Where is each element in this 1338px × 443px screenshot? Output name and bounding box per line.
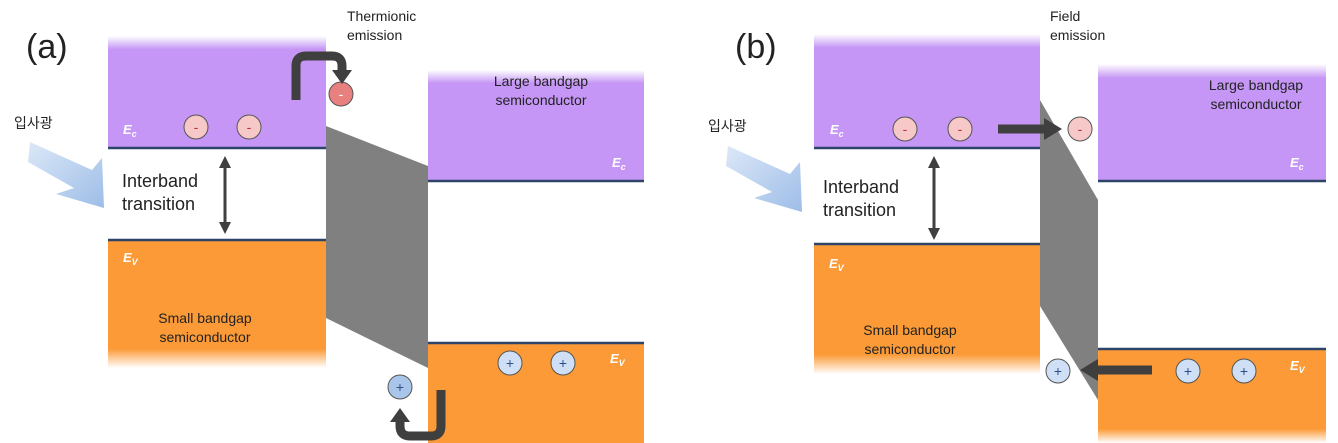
right-material-line1: Large bandgap: [1209, 77, 1303, 93]
junction-barrier: [326, 126, 428, 368]
incident-light-label: 입사광: [708, 118, 747, 134]
left-ev-label: EV: [123, 250, 139, 267]
svg-text:-: -: [339, 86, 344, 102]
panel-b: (b) Ec EV Ec EV Small bandgap semiconduc…: [708, 8, 1326, 443]
left-conduction-band: [108, 36, 326, 148]
panel-b-label: (b): [735, 28, 777, 66]
right-conduction-band: [1098, 64, 1326, 181]
svg-text:-: -: [903, 121, 908, 137]
transition-line2: transition: [823, 200, 896, 220]
field-hole-arrowhead: [1080, 359, 1098, 381]
field-electron-arrowhead: [1044, 118, 1062, 140]
emitted-hole: +: [1045, 358, 1071, 384]
right-ev-label: EV: [610, 351, 626, 368]
svg-text:-: -: [1078, 121, 1083, 137]
svg-text:-: -: [247, 119, 252, 135]
emitted-electron: -: [1067, 116, 1093, 142]
left-material-line2: semiconductor: [864, 341, 955, 357]
incident-light-arrow: [726, 146, 802, 212]
hole: +: [497, 350, 523, 376]
hole: +: [550, 350, 576, 376]
left-ec-label: Ec: [123, 122, 137, 139]
left-valence-band: [814, 244, 1040, 374]
emission-label-line1: Thermionic: [347, 8, 416, 24]
svg-text:+: +: [506, 355, 514, 371]
right-ec-label: Ec: [1290, 155, 1304, 172]
right-ec-label: Ec: [612, 155, 626, 172]
svg-text:+: +: [559, 355, 567, 371]
electron: -: [183, 114, 209, 140]
transition-line1: Interband: [122, 171, 198, 191]
electron: -: [236, 114, 262, 140]
svg-text:+: +: [1184, 363, 1192, 379]
thermionic-hole-arrow: [395, 390, 446, 441]
right-material-line1: Large bandgap: [494, 73, 588, 89]
svg-text:+: +: [1240, 363, 1248, 379]
thermionic-electron-arrowhead: [332, 70, 352, 84]
left-material-line1: Small bandgap: [158, 310, 252, 326]
junction-barrier: [1040, 100, 1098, 400]
emitted-electron: -: [328, 81, 354, 107]
left-ec-label: Ec: [830, 122, 844, 139]
right-valence-band: [428, 343, 644, 443]
right-material-line2: semiconductor: [1210, 96, 1301, 112]
left-ev-label: EV: [829, 256, 845, 273]
hole: +: [1231, 358, 1257, 384]
emission-label-line2: emission: [1050, 27, 1105, 43]
svg-text:+: +: [1054, 363, 1062, 379]
svg-text:-: -: [194, 119, 199, 135]
right-ev-label: EV: [1290, 358, 1306, 375]
panel-a-label: (a): [26, 28, 68, 66]
right-valence-band: [1098, 349, 1326, 443]
right-conduction-band: [428, 70, 644, 180]
left-material-line2: semiconductor: [159, 329, 250, 345]
left-valence-band: [108, 240, 326, 368]
panel-a: (a) Ec EV Ec EV Small bandgap semiconduc…: [14, 8, 644, 443]
hole: +: [1175, 358, 1201, 384]
electron: -: [947, 116, 973, 142]
svg-text:-: -: [958, 121, 963, 137]
emission-label-line2: emission: [347, 27, 402, 43]
electron: -: [892, 116, 918, 142]
left-material-line1: Small bandgap: [863, 322, 957, 338]
transition-line1: Interband: [823, 177, 899, 197]
right-material-line2: semiconductor: [495, 92, 586, 108]
svg-text:+: +: [396, 379, 404, 395]
thermionic-electron-arrow: [291, 51, 347, 100]
emission-label-line1: Field: [1050, 8, 1080, 24]
incident-light-label: 입사광: [14, 115, 53, 131]
transition-line2: transition: [122, 194, 195, 214]
emitted-hole: +: [387, 374, 413, 400]
incident-light-arrow: [28, 142, 104, 208]
thermionic-hole-arrowhead: [390, 408, 410, 422]
